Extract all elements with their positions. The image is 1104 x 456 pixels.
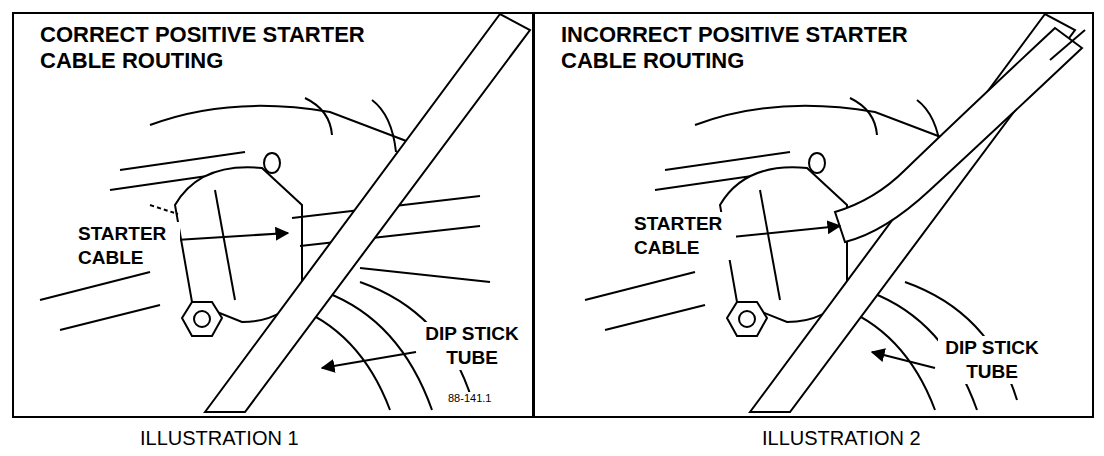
leader-lines xyxy=(150,205,935,368)
engine-drawing-1 xyxy=(40,14,530,412)
illustration-caption: ILLUSTRATION 1 xyxy=(138,426,362,451)
part-label: STARTER CABLE xyxy=(76,222,180,270)
panel-title: INCORRECT POSITIVE STARTER CABLE ROUTING xyxy=(561,22,981,75)
panel-title: CORRECT POSITIVE STARTER CABLE ROUTING xyxy=(40,22,440,75)
part-label: STARTER CABLE xyxy=(632,212,736,260)
part-label: DIP STICK TUBE xyxy=(938,336,1046,384)
part-label: DIP STICK TUBE xyxy=(418,322,526,370)
engine-drawing-2 xyxy=(585,14,1085,412)
illustration-caption: ILLUSTRATION 2 xyxy=(760,426,984,451)
figure-number: 88-141.1 xyxy=(446,392,520,406)
